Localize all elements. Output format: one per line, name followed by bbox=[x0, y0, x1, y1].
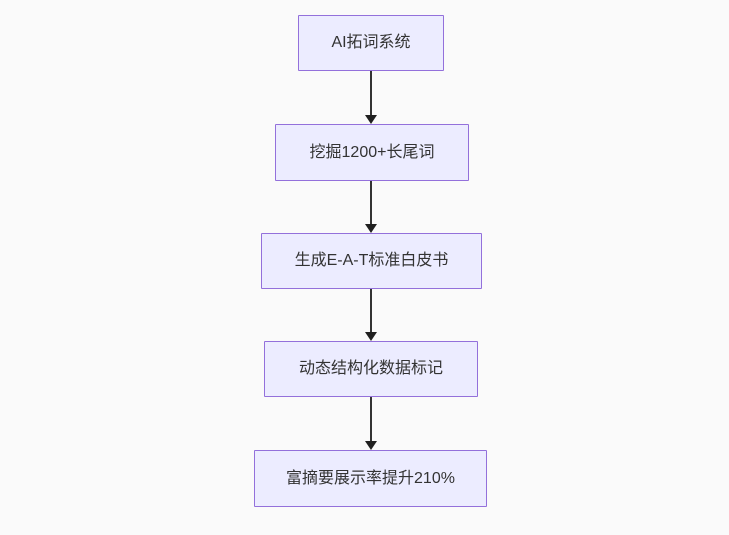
node-label: 挖掘1200+长尾词 bbox=[309, 143, 435, 161]
arrow-down-connector bbox=[365, 71, 377, 124]
flowchart-node-longtail-mining: 挖掘1200+长尾词 bbox=[275, 124, 469, 181]
node-label: 富摘要展示率提升210% bbox=[286, 469, 455, 487]
node-label: AI拓词系统 bbox=[331, 34, 411, 51]
arrow-down-connector bbox=[365, 181, 377, 233]
arrowhead-icon bbox=[365, 441, 377, 450]
arrowhead-icon bbox=[365, 115, 377, 124]
arrow-down-connector bbox=[365, 397, 377, 450]
node-label: 动态结构化数据标记 bbox=[298, 360, 443, 377]
flowchart-node-ai-keyword-system: AI拓词系统 bbox=[298, 15, 444, 71]
flowchart-node-eat-whitepaper: 生成E-A-T标准白皮书 bbox=[261, 233, 482, 289]
arrow-shaft bbox=[370, 71, 372, 116]
flowchart-node-structured-data-markup: 动态结构化数据标记 bbox=[264, 341, 478, 397]
flowchart-node-rich-snippet-result: 富摘要展示率提升210% bbox=[254, 450, 487, 507]
arrow-down-connector bbox=[365, 289, 377, 341]
arrowhead-icon bbox=[365, 332, 377, 341]
arrow-shaft bbox=[370, 397, 372, 442]
arrowhead-icon bbox=[365, 224, 377, 233]
arrow-shaft bbox=[370, 289, 372, 333]
node-label: 生成E-A-T标准白皮书 bbox=[294, 252, 449, 269]
arrow-shaft bbox=[370, 181, 372, 225]
